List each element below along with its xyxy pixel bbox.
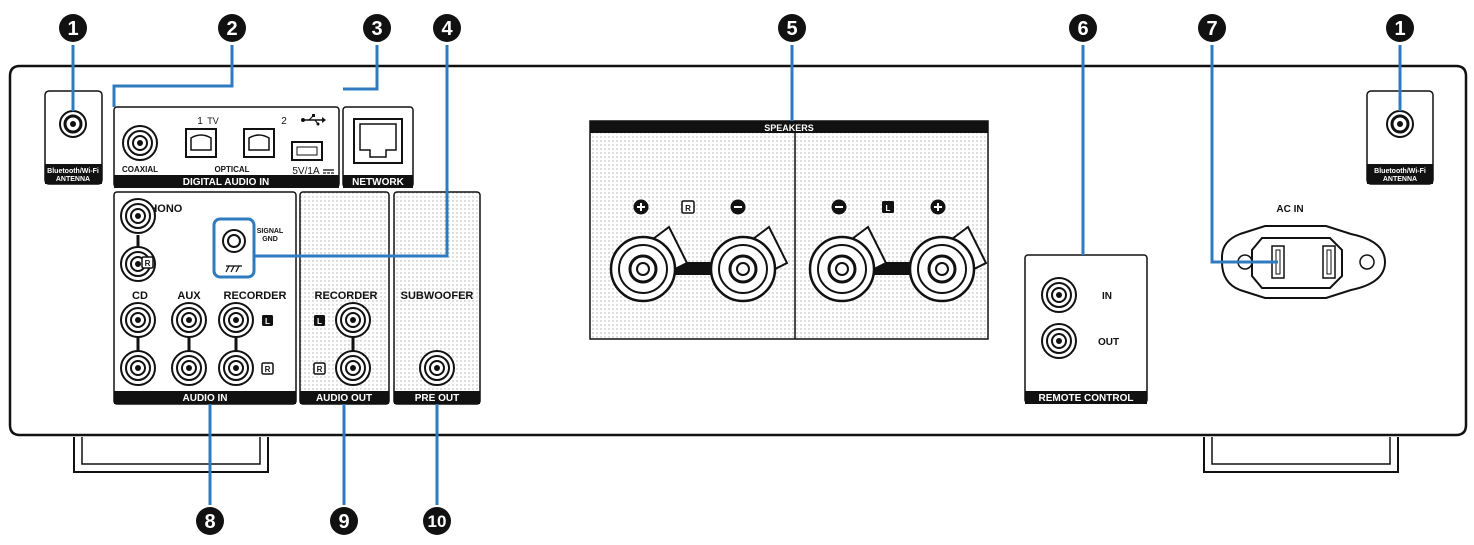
callout-number: 8 bbox=[204, 511, 215, 533]
usb-port[interactable] bbox=[291, 141, 323, 161]
callout-lines bbox=[71, 45, 1402, 505]
network-label: NETWORK bbox=[352, 177, 404, 188]
recorder-out-r-jack[interactable] bbox=[335, 350, 371, 386]
callout-number: 4 bbox=[441, 18, 453, 40]
optical-2-label: 2 bbox=[281, 116, 287, 127]
callout-number: 7 bbox=[1206, 18, 1217, 40]
signal-gnd-terminal[interactable] bbox=[212, 217, 256, 279]
digital-audio-in-label: DIGITAL AUDIO IN bbox=[183, 177, 269, 188]
optical-1-label: 1 bbox=[197, 116, 203, 127]
plus-icon bbox=[633, 199, 649, 215]
callout-7: 7 bbox=[1198, 14, 1226, 42]
phono-l-jack[interactable] bbox=[120, 198, 156, 234]
antenna-sublabel-right: ANTENNA bbox=[1383, 176, 1417, 183]
optical-jack-2[interactable] bbox=[243, 128, 275, 158]
callout-number: 1 bbox=[67, 18, 78, 40]
audio-out-label: AUDIO OUT bbox=[316, 393, 372, 404]
callout-1-right: 1 bbox=[1386, 14, 1414, 42]
speakers-label: SPEAKERS bbox=[764, 123, 814, 133]
audio-in-r-badge: R bbox=[265, 365, 271, 374]
speaker-l-badge: L bbox=[886, 204, 891, 213]
signal-gnd-label: SIGNAL bbox=[257, 228, 284, 235]
network-panel: NETWORK bbox=[342, 106, 414, 188]
callout-1-left: 1 bbox=[59, 14, 87, 42]
recorder-in-r-jack[interactable] bbox=[218, 350, 254, 386]
cd-label: CD bbox=[132, 290, 148, 302]
cd-l-jack[interactable] bbox=[120, 302, 156, 338]
ethernet-port[interactable] bbox=[353, 118, 403, 164]
callout-number: 10 bbox=[428, 512, 447, 531]
ac-inlet[interactable]: AC IN bbox=[1221, 204, 1387, 299]
signal-gnd-sublabel: GND bbox=[262, 236, 278, 243]
dc-symbol-icon bbox=[323, 169, 334, 174]
optical-jack-1[interactable] bbox=[185, 128, 217, 158]
antenna-label-left: Bluetooth/Wi-Fi bbox=[47, 168, 99, 175]
callout-number: 9 bbox=[338, 511, 349, 533]
callout-5: 5 bbox=[778, 14, 806, 42]
aux-r-jack[interactable] bbox=[171, 350, 207, 386]
audio-out-l-badge: L bbox=[317, 317, 322, 326]
coaxial-label: COAXIAL bbox=[122, 165, 158, 174]
phono-r-badge: R bbox=[145, 259, 151, 268]
digital-audio-in-panel: DIGITAL AUDIO IN COAXIAL 1 TV 2 OPTICAL bbox=[113, 106, 340, 188]
usb-icon bbox=[301, 114, 326, 126]
remote-out-jack[interactable] bbox=[1041, 323, 1077, 359]
callout-number: 6 bbox=[1077, 18, 1088, 40]
audio-out-r-badge: R bbox=[317, 365, 323, 374]
recorder-in-l-jack[interactable] bbox=[218, 302, 254, 338]
recorder-in-label: RECORDER bbox=[224, 290, 287, 302]
speakers-panel: SPEAKERS R L bbox=[589, 120, 989, 340]
antenna-terminal-right[interactable]: Bluetooth/Wi-Fi ANTENNA bbox=[1366, 90, 1434, 185]
recorder-out-l-jack[interactable] bbox=[335, 302, 371, 338]
remote-control-panel: REMOTE CONTROL IN OUT bbox=[1024, 254, 1148, 404]
antenna-label-right: Bluetooth/Wi-Fi bbox=[1374, 168, 1426, 175]
usb-rating-label: 5V/1A bbox=[292, 166, 320, 177]
ground-icon bbox=[225, 265, 242, 273]
minus-icon bbox=[831, 199, 847, 215]
callout-number: 5 bbox=[786, 18, 797, 40]
subwoofer-label: SUBWOOFER bbox=[401, 290, 474, 302]
optical-tv-label: TV bbox=[207, 116, 219, 126]
optical-label: OPTICAL bbox=[214, 165, 249, 174]
audio-in-panel: AUDIO IN PHONO L R SIGNAL GND CD AUX REC… bbox=[113, 191, 297, 405]
callout-3: 3 bbox=[363, 14, 391, 42]
callout-number: 1 bbox=[1394, 18, 1405, 40]
audio-in-label: AUDIO IN bbox=[183, 393, 228, 404]
pre-out-panel: PRE OUT SUBWOOFER bbox=[393, 191, 481, 405]
speaker-r-badge: R bbox=[685, 204, 691, 213]
ac-in-label: AC IN bbox=[1276, 204, 1303, 215]
coaxial-jack[interactable] bbox=[122, 125, 158, 161]
remote-in-jack[interactable] bbox=[1041, 277, 1077, 313]
subwoofer-jack[interactable] bbox=[419, 350, 455, 386]
callout-2: 2 bbox=[218, 14, 246, 42]
foot-left bbox=[73, 437, 269, 473]
remote-out-label: OUT bbox=[1098, 337, 1119, 348]
aux-label: AUX bbox=[177, 290, 201, 302]
callout-6: 6 bbox=[1069, 14, 1097, 42]
foot-right bbox=[1203, 437, 1399, 473]
callout-number: 2 bbox=[226, 18, 237, 40]
aux-l-jack[interactable] bbox=[171, 302, 207, 338]
callout-number: 3 bbox=[371, 18, 382, 40]
remote-in-label: IN bbox=[1102, 291, 1112, 302]
recorder-out-label: RECORDER bbox=[315, 290, 378, 302]
remote-control-label: REMOTE CONTROL bbox=[1039, 393, 1134, 404]
audio-in-l-badge: L bbox=[265, 317, 270, 326]
callout-4: 4 bbox=[433, 14, 461, 42]
callout-9: 9 bbox=[330, 507, 358, 535]
callout-8: 8 bbox=[196, 507, 224, 535]
pre-out-label: PRE OUT bbox=[415, 393, 459, 404]
minus-icon bbox=[730, 199, 746, 215]
audio-out-panel: AUDIO OUT RECORDER L R bbox=[299, 191, 390, 405]
callout-10: 10 bbox=[423, 507, 451, 535]
antenna-sublabel-left: ANTENNA bbox=[56, 176, 90, 183]
cd-r-jack[interactable] bbox=[120, 350, 156, 386]
plus-icon bbox=[930, 199, 946, 215]
